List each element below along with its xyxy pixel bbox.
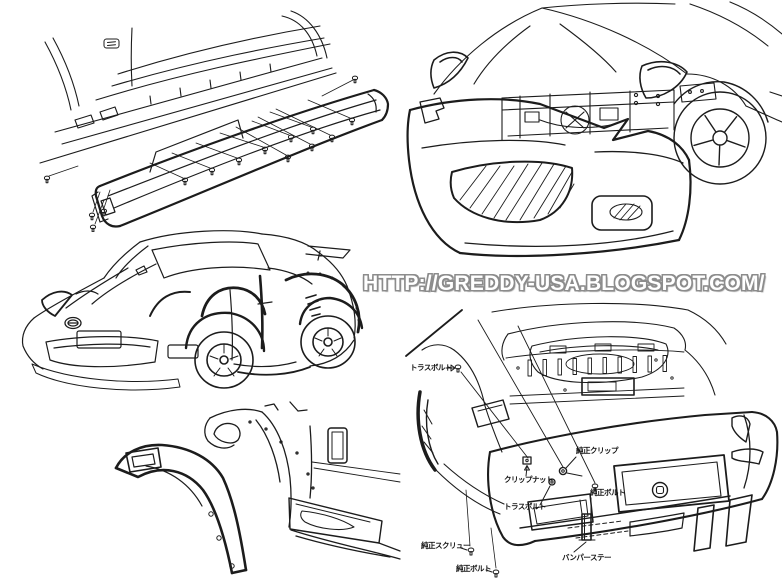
bolt-icon-truss-upper: [454, 364, 462, 373]
part-tag-icon: [103, 38, 120, 49]
callout-bumper-stay: バンパーステー: [562, 553, 612, 562]
car-headlights: [41, 290, 191, 317]
screw-icons: [43, 75, 359, 232]
fog-light-recess: [591, 195, 653, 231]
fender-flare-diagram: [60, 380, 402, 588]
callout-oem-bolt-upper: 純正ボルト: [590, 488, 626, 497]
front-bumper-part: [406, 98, 692, 258]
callout-truss-bolt-upper: トラスボルト: [410, 363, 452, 372]
grille-mesh: [449, 160, 575, 224]
radiator-support: [501, 82, 717, 141]
side-skirt-part: [94, 88, 390, 228]
rear-bumper-diagram: [400, 300, 782, 588]
fender-flare-part: [114, 443, 248, 575]
bolt-icon-oem-lower: [492, 569, 500, 578]
front-bumper-diagram: [390, 0, 782, 272]
car-wheels: [194, 315, 356, 389]
rear-bumper-part: [487, 410, 779, 547]
callout-oem-bolt-lower: 純正ボルト: [456, 564, 492, 573]
front-lip: [31, 363, 181, 391]
watermark-url: HTTP://GREDDY-USA.BLOGSPOT.COM/: [363, 272, 765, 295]
rear-panel-structure: [505, 343, 685, 405]
side-skirt-diagram: [0, 0, 392, 232]
rear-wheel: [416, 390, 439, 472]
clip-icon: [558, 466, 568, 476]
quarter-panel: [204, 401, 401, 560]
nissan-badge-icon: [64, 316, 82, 330]
callout-oem-clip: 純正クリップ: [576, 446, 619, 455]
callout-oem-screw: 純正スクリュー: [421, 541, 471, 550]
flare-screw-dots: [208, 511, 235, 569]
callout-clip-nut: クリップナット: [504, 475, 554, 484]
front-wheel: [673, 81, 769, 185]
bumper-stay-part: [578, 497, 596, 541]
fender-vent: [305, 294, 321, 317]
license-plate-recess: [613, 454, 730, 513]
widebody-fender-lines: [184, 272, 364, 376]
callout-truss-bolt-lower: トラスボルト: [504, 502, 546, 511]
car-illustration: [10, 218, 372, 400]
nut-icon: [522, 456, 532, 465]
headlight-openings: [430, 51, 688, 99]
tail-light: [471, 399, 510, 428]
